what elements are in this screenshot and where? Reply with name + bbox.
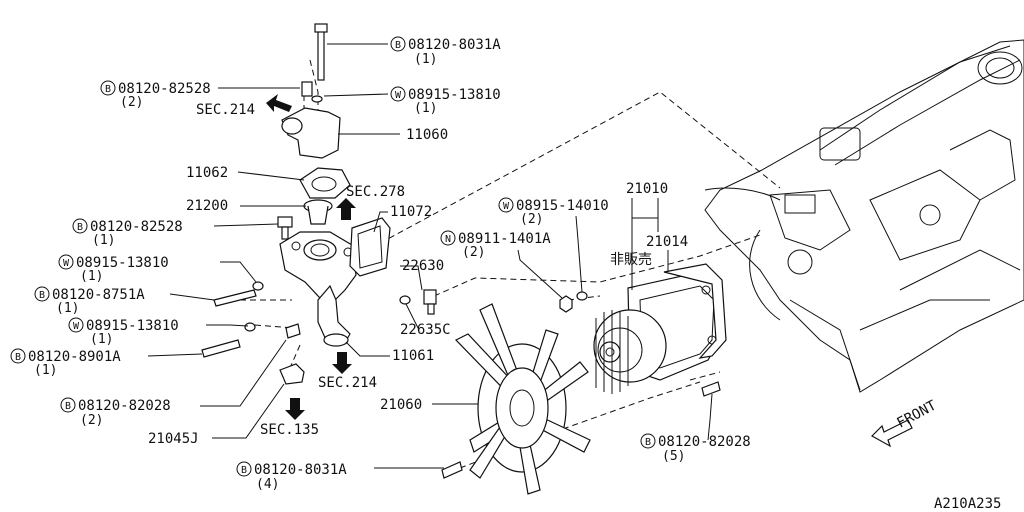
prefix-l03: W	[395, 90, 402, 101]
prefix-badge-l25	[640, 433, 656, 449]
part-number-l15: 11061	[392, 348, 434, 364]
part-number-l12: 08120-8901A	[28, 349, 121, 365]
part-number-l14: 22635C	[400, 322, 451, 338]
callout-l11: W 08915-13810 (1)	[68, 317, 179, 347]
section-ref-s3: SEC.214	[318, 375, 377, 391]
part-number-l22: 21010	[626, 181, 668, 197]
prefix-badge-l16	[60, 397, 76, 413]
prefix-badge-l01	[390, 36, 406, 52]
figure-code: A210A235	[934, 496, 1001, 512]
callout-l19: B 08120-8031A (4)	[236, 461, 347, 492]
qty-l09: (1)	[80, 269, 103, 284]
prefix-badge-l09	[58, 254, 74, 270]
qty-l19: (4)	[256, 477, 279, 492]
callout-l08: B 08120-82528 (1)	[72, 218, 183, 248]
prefix-badge-l03	[390, 86, 406, 102]
prefix-badge-l19	[236, 461, 252, 477]
callout-l16: B 08120-82028 (2)	[60, 397, 171, 428]
thermostat-housing-drawing	[201, 23, 437, 385]
prefix-l09: W	[63, 258, 70, 269]
section-arrows	[266, 94, 356, 420]
callout-l12: B 08120-8901A (1)	[10, 348, 121, 378]
prefix-l19: B	[241, 465, 247, 476]
prefix-badge-l21	[440, 230, 456, 246]
prefix-l12: B	[15, 352, 21, 363]
fan-drawing	[441, 303, 591, 495]
qty-l21: (2)	[462, 245, 485, 260]
callout-l25: B 08120-82028 (5)	[640, 433, 751, 464]
qty-l02: (2)	[120, 95, 143, 110]
engine-block-drawing	[704, 39, 1024, 393]
qty-l11: (1)	[90, 332, 113, 347]
section-ref-s1: SEC.214	[196, 102, 255, 118]
section-ref-s4: SEC.135	[260, 422, 319, 438]
prefix-badge-l12	[10, 348, 26, 364]
part-number-l09: 08915-13810	[76, 255, 169, 271]
prefix-l02: B	[105, 84, 111, 95]
prefix-l16: B	[65, 401, 71, 412]
qty-l12: (1)	[34, 363, 57, 378]
water-pump-drawing	[559, 263, 727, 397]
qty-l01: (1)	[414, 52, 437, 67]
leader-lines	[147, 43, 713, 469]
qty-l16: (2)	[80, 413, 103, 428]
qty-l20: (2)	[520, 212, 543, 227]
part-number-l21: 08911-1401A	[458, 231, 551, 247]
callout-l10: B 08120-8751A (1)	[34, 286, 145, 316]
part-number-l03: 08915-13810	[408, 87, 501, 103]
prefix-l08: B	[77, 222, 83, 233]
callout-l09: W 08915-13810 (1)	[58, 254, 169, 284]
part-number-l11: 08915-13810	[86, 318, 179, 334]
prefix-badge-l10	[34, 286, 50, 302]
prefix-l11: W	[73, 321, 80, 332]
part-number-l13: 22630	[402, 258, 444, 274]
part-number-l04: 11060	[406, 127, 448, 143]
prefix-l25: B	[645, 437, 651, 448]
part-number-l23: 21014	[646, 234, 688, 250]
part-number-l08: 08120-82528	[90, 219, 183, 235]
part-number-l19: 08120-8031A	[254, 462, 347, 478]
prefix-l01: B	[395, 40, 401, 51]
part-number-l01: 08120-8031A	[408, 37, 501, 53]
qty-l08: (1)	[92, 233, 115, 248]
part-number-l24: 非販売	[610, 252, 652, 268]
part-number-l25: 08120-82028	[658, 434, 751, 450]
prefix-badge-l02	[100, 80, 116, 96]
front-arrow	[871, 419, 913, 448]
callout-l01: B 08120-8031A (1)	[390, 36, 501, 67]
qty-l25: (5)	[662, 449, 685, 464]
part-number-l17: 21045J	[148, 431, 199, 447]
callout-l03: W 08915-13810 (1)	[390, 86, 501, 116]
part-number-l16: 08120-82028	[78, 398, 171, 414]
prefix-l21: N	[445, 234, 451, 245]
front-label: FRONT	[894, 397, 939, 431]
prefix-l20: W	[503, 201, 510, 212]
prefix-badge-l20	[498, 197, 514, 213]
part-number-l05: 11062	[186, 165, 228, 181]
part-number-l10: 08120-8751A	[52, 287, 145, 303]
section-ref-s2: SEC.278	[346, 184, 405, 200]
part-number-l02: 08120-82528	[118, 81, 211, 97]
part-number-l18: 21060	[380, 397, 422, 413]
callout-l20: W 08915-14010 (2)	[498, 197, 609, 227]
part-number-l20: 08915-14010	[516, 198, 609, 214]
part-number-l07: 11072	[390, 204, 432, 220]
qty-l03: (1)	[414, 101, 437, 116]
prefix-l10: B	[39, 290, 45, 301]
prefix-badge-l08	[72, 218, 88, 234]
callout-l21: N 08911-1401A (2)	[440, 230, 551, 260]
callout-l02: B 08120-82528 (2)	[100, 80, 211, 110]
qty-l10: (1)	[56, 301, 79, 316]
prefix-badge-l11	[68, 317, 84, 333]
part-number-l06: 21200	[186, 198, 228, 214]
